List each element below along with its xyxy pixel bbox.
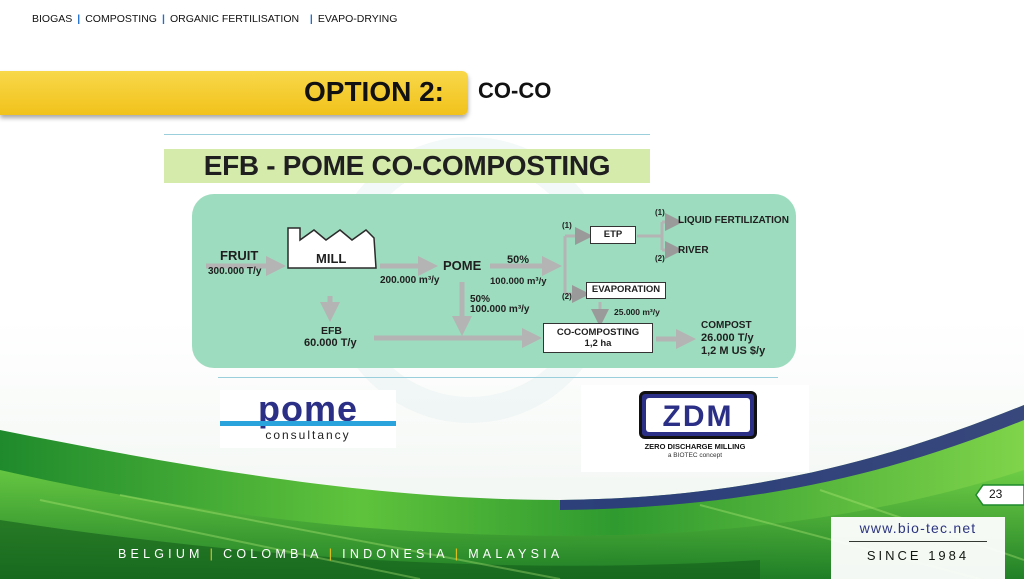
efb-label: EFB <box>321 325 342 337</box>
pome-logo-subtitle: consultancy <box>265 428 351 442</box>
split-lower-pct: 50% <box>470 294 491 305</box>
page-number-badge: 23 <box>975 484 1024 506</box>
website-box: www.bio-tec.net SINCE 1984 <box>831 517 1005 579</box>
diagram-title-bar <box>164 149 650 183</box>
liquid-fertilization-label: LIQUID FERTILIZATION <box>678 215 789 226</box>
zdm-logo-tagline: a BIOTEC concept <box>667 452 723 459</box>
since-label: SINCE 1984 <box>866 548 970 563</box>
page-number: 23 <box>989 487 1003 501</box>
option-banner: OPTION 2: <box>0 71 468 115</box>
diagram-title: EFB - POME CO-COMPOSTING <box>203 150 611 181</box>
option-subtitle: CO-CO <box>478 78 552 103</box>
river-label: RIVER <box>678 245 709 256</box>
country-indonesia: INDONESIA <box>342 547 449 561</box>
evaporation-tag-in: (2) <box>562 292 572 301</box>
nav-item-evapo-drying[interactable]: EVAPO-DRYING <box>317 13 398 25</box>
pome-consultancy-logo: pome consultancy <box>220 388 396 448</box>
etp-tag-in: (1) <box>562 221 572 230</box>
cocomposting-box: CO-COMPOSTING 1,2 ha <box>543 323 653 353</box>
fruit-label: FRUIT <box>220 248 259 263</box>
nav-item-biogas[interactable]: BIOGAS <box>32 13 73 25</box>
factory-icon <box>287 227 377 269</box>
nav-separator: | <box>77 13 81 25</box>
nav-separator: | <box>309 13 313 25</box>
top-nav: BIOGAS|COMPOSTING|ORGANIC FERTILISATION … <box>32 13 397 25</box>
divider-bottom <box>218 377 778 378</box>
efb-amount: 60.000 T/y <box>304 337 357 349</box>
nav-item-composting[interactable]: COMPOSTING <box>85 13 157 25</box>
country-divider: | <box>454 547 463 561</box>
evaporation-output: 25.000 m³/y <box>614 307 660 317</box>
divider-top <box>164 134 650 135</box>
option-label: OPTION 2: <box>303 76 444 107</box>
pome-logo-stripe <box>220 421 396 426</box>
split-upper-pct: 50% <box>507 254 530 266</box>
compost-label: COMPOST <box>701 320 752 331</box>
compost-value: 1,2 M US $/y <box>701 345 766 357</box>
mill-label: MILL <box>316 251 347 266</box>
compost-amount: 26.000 T/y <box>701 332 754 344</box>
evaporation-box: EVAPORATION <box>586 282 666 299</box>
website-link[interactable]: www.bio-tec.net <box>859 520 977 536</box>
nav-item-organic-fertilisation[interactable]: ORGANIC FERTILISATION <box>169 13 300 25</box>
etp-box: ETP <box>590 226 636 244</box>
pome-label: POME <box>443 258 482 273</box>
split-upper-amount: 100.000 m³/y <box>490 276 547 287</box>
cocomposting-area: 1,2 ha <box>584 338 612 349</box>
country-belgium: BELGIUM <box>118 547 204 561</box>
cocomposting-label: CO-COMPOSTING <box>556 327 640 338</box>
country-divider: | <box>209 547 218 561</box>
nav-separator: | <box>161 13 165 25</box>
zdm-logo-mark: ZDM <box>639 391 757 439</box>
mill-output: 200.000 m³/y <box>380 275 440 286</box>
website-divider <box>849 541 987 542</box>
split-lower-amount: 100.000 m³/y <box>470 304 530 315</box>
fruit-amount: 300.000 T/y <box>208 266 262 277</box>
river-tag: (2) <box>655 254 665 263</box>
liquid-fert-tag: (1) <box>655 208 665 217</box>
country-colombia: COLOMBIA <box>223 547 323 561</box>
footer-countries: BELGIUM | COLOMBIA | INDONESIA | MALAYSIA <box>118 547 563 561</box>
zdm-logo: ZDM ZERO DISCHARGE MILLING a BIOTEC conc… <box>581 385 809 472</box>
country-divider: | <box>328 547 337 561</box>
zdm-logo-word: ZDM <box>662 400 734 433</box>
page-badge-shape <box>975 484 1024 506</box>
country-malaysia: MALAYSIA <box>468 547 564 561</box>
zdm-logo-subtitle: ZERO DISCHARGE MILLING <box>644 442 746 451</box>
